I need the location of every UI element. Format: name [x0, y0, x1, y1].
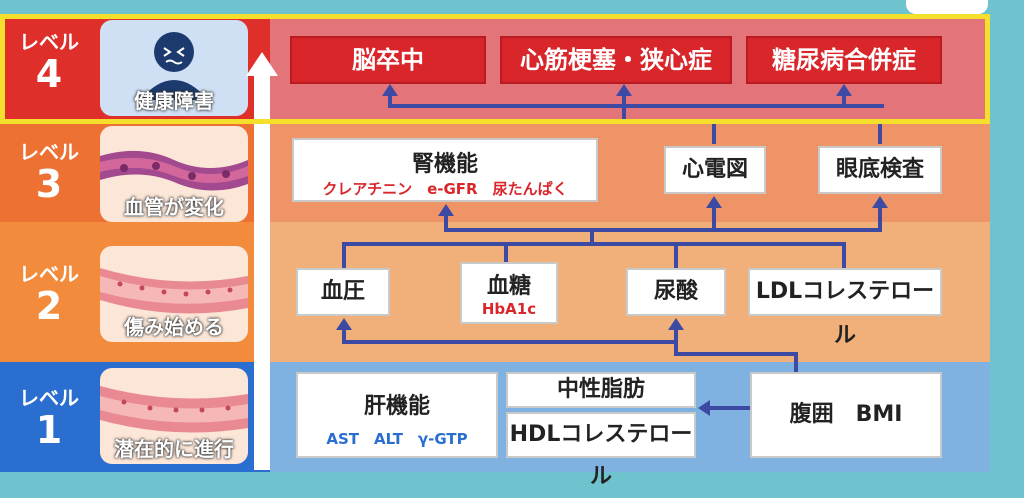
blood-pressure-label: 血圧: [320, 279, 365, 304]
level-4-number: 4: [35, 52, 63, 96]
level-4-label-bg: [0, 14, 98, 124]
vessel-starting-damage-icon: [100, 268, 248, 314]
waist-bmi-label: 腹囲 BMI: [789, 402, 903, 427]
arrow-up-icon: [872, 196, 888, 208]
triglyceride-label: 中性脂肪: [556, 377, 645, 402]
ldl-cholesterol-label: LDLコレステロール: [755, 279, 935, 348]
sick-person-icon: [140, 32, 208, 100]
connector: [342, 328, 346, 342]
level-4-picture: 健康障害: [100, 20, 248, 116]
level-2-number: 2: [35, 284, 63, 328]
level-2-caption: 傷み始める: [124, 315, 224, 339]
arrow-up-icon: [336, 318, 352, 330]
level-4-caption: 健康障害: [134, 89, 214, 113]
progression-arrow: [254, 70, 270, 470]
connector: [504, 242, 508, 262]
kidney-function-tests: クレアチニン e-GFR 尿たんぱく: [322, 180, 568, 198]
stroke-box: 脳卒中: [290, 36, 486, 84]
fundus-exam-box: 眼底検査: [818, 146, 942, 194]
health-level-chart: レベル 4 レベル 3 レベル 2 レベル 1 健康障害 血管が変化: [0, 0, 990, 489]
liver-function-label: 肝機能: [363, 394, 430, 419]
arrow-up-icon: [616, 84, 632, 96]
waist-bmi-box: 腹囲 BMI: [750, 372, 942, 458]
arrow-up-icon: [668, 318, 684, 330]
uric-acid-box: 尿酸: [626, 268, 726, 316]
arrow-up-icon: [382, 84, 398, 96]
connector: [712, 124, 716, 144]
triglyceride-box: 中性脂肪: [506, 372, 696, 408]
arrow-up-icon: [438, 204, 454, 216]
arrow-up-icon: [706, 196, 722, 208]
level-1-word: レベル: [19, 386, 79, 410]
mi-box: 心筋梗塞・狭心症: [500, 36, 732, 84]
level-1-caption: 潜在的に進行: [114, 437, 234, 461]
level-1-label: レベル 1: [0, 386, 98, 450]
level-3-label: レベル 3: [0, 140, 98, 204]
ecg-box: 心電図: [664, 146, 766, 194]
level-3-label-bg: [0, 124, 98, 222]
level-4-word: レベル: [19, 30, 79, 54]
broadcaster-logo: [906, 0, 988, 14]
connector: [500, 104, 880, 108]
level3-connector: [444, 228, 882, 232]
level-3-caption: 血管が変化: [124, 195, 224, 219]
kidney-function-label: 腎機能: [411, 152, 478, 177]
level-2-label-bg: [0, 222, 98, 362]
level-1-label-bg: [0, 362, 98, 472]
level-3-picture: 血管が変化: [100, 126, 248, 222]
damaged-vessel-icon: [100, 150, 248, 191]
level-2-label: レベル 2: [0, 262, 98, 326]
connector: [674, 352, 798, 356]
liver-function-box: 肝機能 AST ALT γ-GTP: [296, 372, 498, 458]
level-1-picture: 潜在的に進行: [100, 368, 248, 464]
connector: [674, 340, 678, 356]
vessel-latent-icon: [100, 386, 248, 433]
hdl-cholesterol-label: HDLコレステロール: [509, 422, 693, 489]
ldl-cholesterol-box: LDLコレステロール: [748, 268, 942, 348]
uric-acid-label: 尿酸: [653, 279, 698, 304]
arrow-up-icon: [836, 84, 852, 96]
connector: [878, 124, 882, 144]
arrow-left-icon: [698, 400, 710, 416]
connector: [674, 328, 678, 342]
level-3-number: 3: [35, 162, 63, 206]
progression-arrow-head: [246, 52, 278, 76]
connector: [712, 206, 716, 230]
connector: [794, 352, 798, 374]
level-2-word: レベル: [19, 262, 79, 286]
ecg-label: 心電図: [681, 157, 748, 182]
blood-glucose-label: 血糖: [486, 274, 531, 299]
connector: [590, 228, 594, 244]
connector: [674, 242, 678, 268]
connector: [842, 242, 846, 268]
connector: [342, 242, 346, 268]
fundus-exam-label: 眼底検査: [835, 157, 924, 182]
kidney-function-box: 腎機能 クレアチニン e-GFR 尿たんぱく: [292, 138, 598, 202]
level1-top-connector: [342, 340, 678, 344]
blood-glucose-box: 血糖 HbA1c: [460, 262, 558, 324]
connector: [622, 92, 626, 108]
hdl-cholesterol-box: HDLコレステロール: [506, 412, 696, 489]
diabetes-complication-box: 糖尿病合併症: [746, 36, 942, 84]
level2-top-connector: [342, 242, 846, 246]
connector: [388, 92, 392, 108]
blood-pressure-box: 血圧: [296, 268, 390, 316]
level-1-number: 1: [35, 408, 63, 452]
level-4-label: レベル 4: [0, 30, 98, 94]
hba1c-label: HbA1c: [481, 300, 537, 318]
level-3-word: レベル: [19, 140, 79, 164]
connector: [710, 406, 750, 410]
connector: [842, 92, 846, 108]
connector: [622, 104, 626, 120]
connector: [878, 206, 882, 230]
liver-function-tests: AST ALT γ-GTP: [326, 430, 468, 448]
connector: [444, 214, 448, 230]
level-2-picture: 傷み始める: [100, 246, 248, 342]
